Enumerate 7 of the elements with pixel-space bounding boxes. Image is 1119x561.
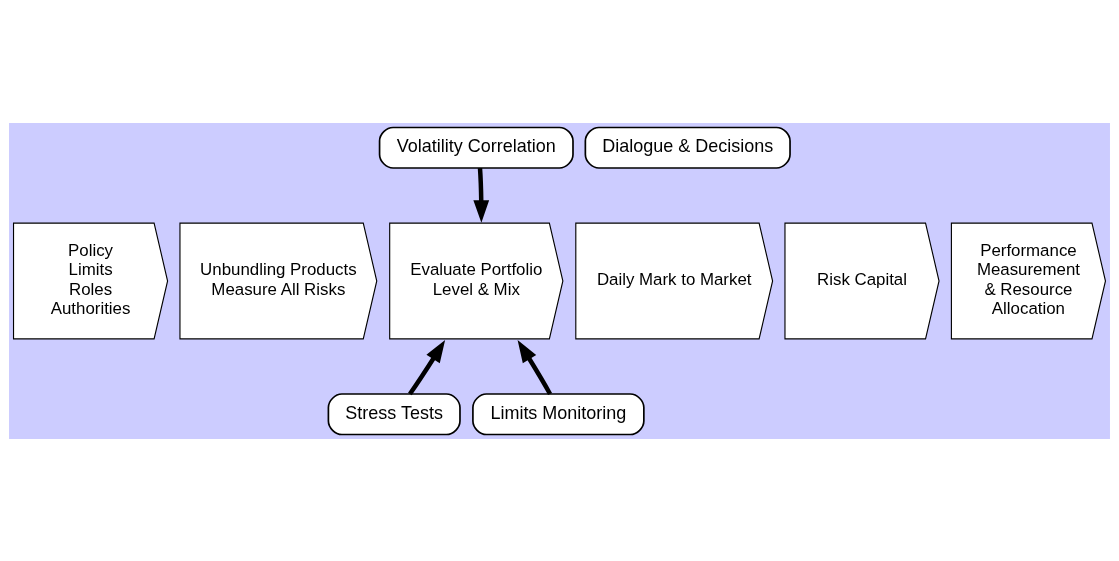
node-box: Stress Tests: [327, 392, 461, 435]
arrow: [517, 339, 553, 395]
node-box: Volatility Correlation: [378, 126, 574, 169]
node-box: Limits Monitoring: [472, 392, 645, 435]
arrow: [473, 167, 490, 223]
arrow: [408, 339, 446, 395]
node-box: Dialogue & Decisions: [584, 126, 791, 169]
